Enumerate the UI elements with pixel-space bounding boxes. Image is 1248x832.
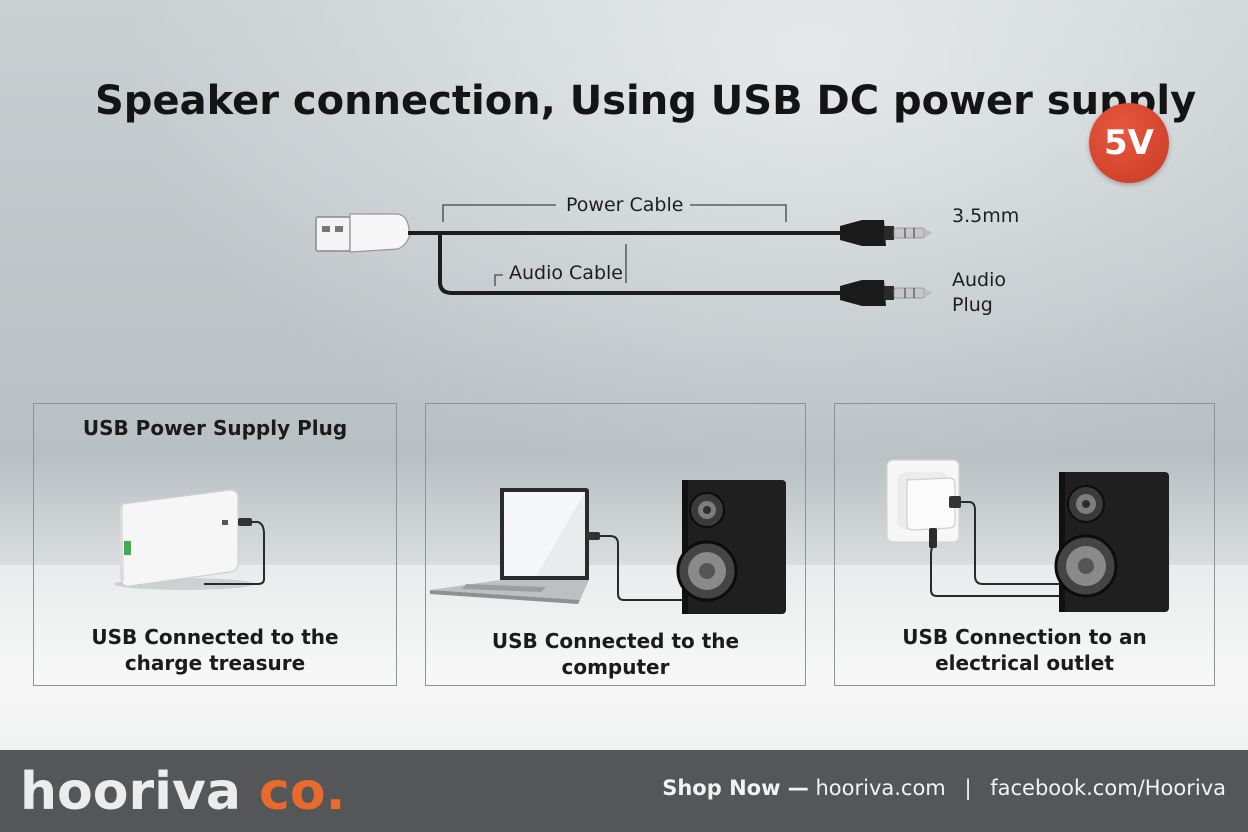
panel-caption-line2: charge treasure: [124, 651, 306, 675]
panel-caption-line1: USB Connection to an: [902, 625, 1147, 649]
jack-plug-icon-bottom: [840, 280, 932, 306]
shop-now-label: Shop Now —: [662, 776, 809, 800]
laptop-usb-cable: [592, 535, 684, 601]
audio-plug-label-line2: Plug: [952, 294, 993, 316]
power-bank-icon: [120, 489, 239, 587]
footer-divider: |: [964, 776, 972, 800]
audio-cable-leader: [494, 244, 627, 286]
website-link[interactable]: hooriva.com: [815, 776, 946, 800]
usb-a-plug-icon: [315, 213, 411, 253]
panel-caption: USB Connected to the charge treasure: [34, 624, 396, 676]
outlet-cable-right: [961, 501, 1061, 585]
outlet-speaker-illustration: [886, 459, 1169, 612]
audio-cable: [438, 233, 846, 295]
power-cable-bracket: [442, 204, 787, 222]
panel-caption-line2: computer: [561, 655, 670, 679]
footer-bar: hooriva co. Shop Now — hooriva.com | fac…: [0, 750, 1248, 832]
speaker-icon: [1054, 472, 1169, 612]
brand-name: hooriva: [20, 762, 241, 822]
panel-outlet: USB Connection to an electrical outlet: [834, 403, 1215, 686]
speaker-icon: [676, 480, 786, 614]
panel-title: USB Power Supply Plug: [82, 416, 348, 440]
laptop-speaker-illustration: [430, 480, 786, 614]
jack-plug-icon-top: [840, 220, 932, 246]
brand-suffix: co.: [259, 762, 346, 822]
audio-cable-label: Audio Cable: [509, 262, 623, 284]
facebook-link[interactable]: facebook.com/Hooriva: [990, 776, 1226, 800]
power-bank-illustration: [114, 489, 265, 590]
panel-computer: USB Connected to the computer: [425, 403, 806, 686]
panel-caption: USB Connected to the computer: [426, 628, 805, 680]
jack-size-label: 3.5mm: [952, 205, 1020, 227]
brand-logo[interactable]: hooriva co.: [20, 762, 345, 822]
footer-links: Shop Now — hooriva.com | facebook.com/Ho…: [662, 776, 1226, 800]
voltage-badge: 5V: [1089, 103, 1169, 183]
panel-caption-line2: electrical outlet: [935, 651, 1114, 675]
audio-plug-label-line1: Audio: [952, 269, 1007, 291]
power-bank-cable: [204, 521, 265, 585]
wall-background: [0, 0, 1248, 565]
audio-plug-label: Audio Plug: [952, 268, 1006, 318]
panel-caption: USB Connection to an electrical outlet: [835, 624, 1214, 676]
power-cable-label: Power Cable: [566, 194, 684, 216]
laptop-icon: [430, 488, 589, 604]
usb-wall-adapter-icon: [906, 477, 961, 531]
panel-power-bank: USB Power Supply Plug USB Connected to t…: [33, 403, 397, 686]
panel-caption-line1: USB Connected to the: [491, 629, 740, 653]
panel-caption-line1: USB Connected to the: [91, 625, 339, 649]
cable-diagram: [315, 204, 932, 306]
page-title: Speaker connection, Using USB DC power s…: [95, 78, 1197, 124]
